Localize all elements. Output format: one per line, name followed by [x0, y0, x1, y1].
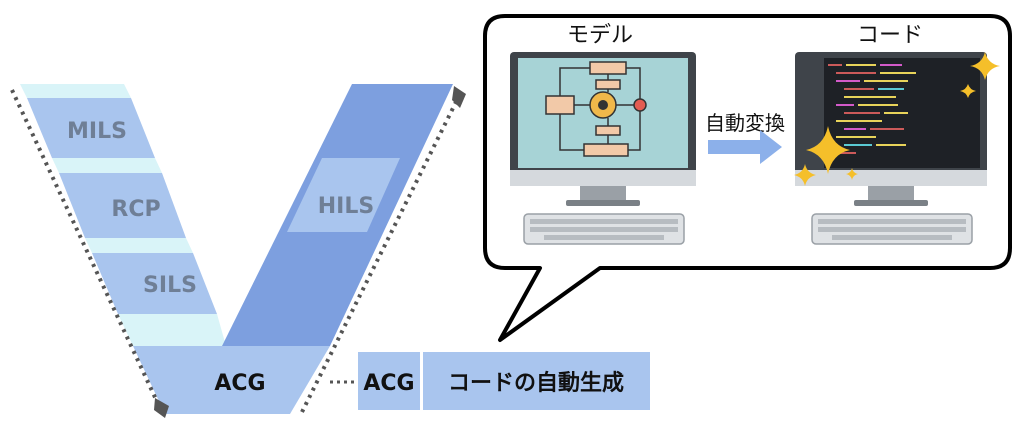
- model-keyboard-keys: [530, 219, 678, 240]
- left-dotted-arrow: [10, 89, 162, 409]
- left-band-strip-3: [118, 314, 226, 346]
- left-band-strip-1: [52, 158, 162, 173]
- conversion-arrow-icon: [708, 130, 782, 164]
- code-monitor-chin: [795, 170, 987, 186]
- legend: ACG コードの自動生成: [358, 352, 650, 410]
- stage-label-mils: MILS: [67, 119, 127, 144]
- left-arrowhead: [154, 398, 169, 418]
- stage-label-acg: ACG: [214, 371, 265, 396]
- conversion-label: 自動変換: [705, 111, 785, 135]
- right-arrowhead: [452, 86, 466, 108]
- model-title: モデル: [567, 23, 633, 48]
- right-band-hils: [287, 158, 400, 232]
- stage-label-sils: SILS: [143, 273, 197, 298]
- model-computer: [510, 52, 696, 245]
- code-monitor-stand: [868, 186, 914, 200]
- left-band-rcp: [59, 173, 186, 238]
- right-dotted-arrow: [300, 97, 460, 413]
- model-block-diagram-icon: [545, 61, 647, 157]
- legend-description-label: コードの自動生成: [448, 370, 624, 396]
- speech-bubble: モデル コード: [483, 14, 1012, 342]
- code-lines-icon: [828, 64, 916, 154]
- code-title: コード: [857, 23, 923, 48]
- stage-label-rcp: RCP: [111, 197, 160, 222]
- code-monitor-base: [854, 200, 928, 206]
- v-model: MILS RCP SILS HILS ACG: [10, 84, 466, 418]
- left-band-strip-2: [85, 238, 193, 253]
- model-monitor-stand: [580, 186, 626, 200]
- left-band-sils: [92, 253, 217, 314]
- left-band-mils: [27, 98, 155, 158]
- legend-tag-box: [358, 352, 420, 410]
- left-band-top-strip: [20, 84, 131, 98]
- code-computer: [794, 52, 1000, 245]
- model-monitor-base: [566, 200, 640, 206]
- stage-label-hils: HILS: [318, 194, 374, 219]
- code-keyboard-keys: [818, 219, 966, 240]
- legend-description-box: [423, 352, 650, 410]
- bottom-band-acg: [133, 346, 330, 414]
- model-monitor-chin: [510, 170, 696, 186]
- legend-tag-label: ACG: [363, 371, 414, 396]
- sparkle-icon: [794, 52, 1000, 186]
